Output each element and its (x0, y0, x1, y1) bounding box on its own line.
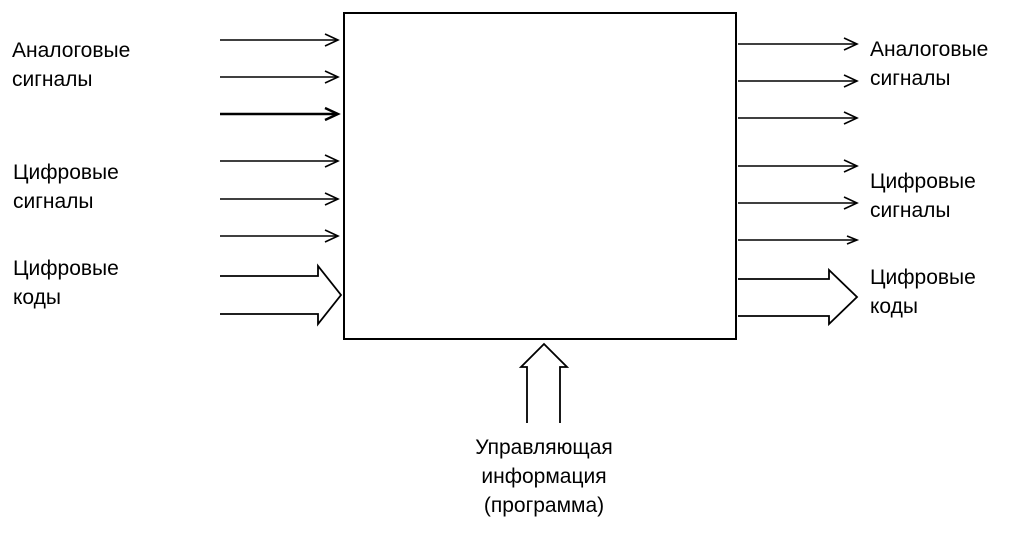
input-label-analog-line1: Аналоговые (12, 39, 131, 62)
output-label-codes-line1: Цифровые (870, 266, 976, 289)
output-label-analog: Аналоговые сигналы (870, 35, 988, 93)
input-label-digital-line1: Цифровые (13, 161, 119, 184)
control-label-line1: Управляющая (475, 436, 613, 459)
output-label-digital: Цифровые сигналы (870, 167, 976, 225)
input-arrow-digital-2 (220, 192, 340, 206)
output-arrow-digital-3 (738, 235, 860, 245)
central-block (343, 12, 737, 340)
output-arrow-analog-2 (738, 74, 859, 88)
output-bus-arrow-codes (738, 267, 859, 327)
input-bus-arrow-codes (220, 263, 343, 327)
control-bus-arrow (518, 342, 570, 423)
input-label-analog: Аналоговые сигналы (12, 36, 130, 94)
input-arrow-analog-3 (220, 106, 341, 122)
output-label-analog-line1: Аналоговые (870, 38, 989, 61)
input-label-digital: Цифровые сигналы (13, 158, 119, 216)
control-label-line2: информация (481, 465, 607, 488)
input-arrow-analog-2 (220, 70, 340, 84)
output-label-codes: Цифровые коды (870, 263, 976, 321)
output-label-codes-line2: коды (870, 295, 918, 318)
input-label-codes-line2: коды (13, 286, 61, 309)
input-label-codes: Цифровые коды (13, 254, 119, 312)
output-label-analog-line2: сигналы (870, 67, 951, 90)
output-arrow-digital-2 (738, 196, 859, 210)
control-label-line3: (программа) (483, 494, 605, 517)
control-label: Управляющая информация (программа) (444, 433, 644, 520)
input-label-digital-line2: сигналы (13, 190, 94, 213)
input-arrow-digital-3 (220, 229, 340, 243)
output-arrow-digital-1 (738, 159, 859, 173)
output-label-digital-line1: Цифровые (870, 170, 976, 193)
input-arrow-digital-1 (220, 154, 340, 168)
input-label-analog-line2: сигналы (12, 68, 93, 91)
input-arrow-analog-1 (220, 33, 340, 47)
output-label-digital-line2: сигналы (870, 199, 951, 222)
output-arrow-analog-3 (738, 111, 859, 125)
input-label-codes-line1: Цифровые (13, 257, 119, 280)
output-arrow-analog-1 (738, 37, 859, 51)
